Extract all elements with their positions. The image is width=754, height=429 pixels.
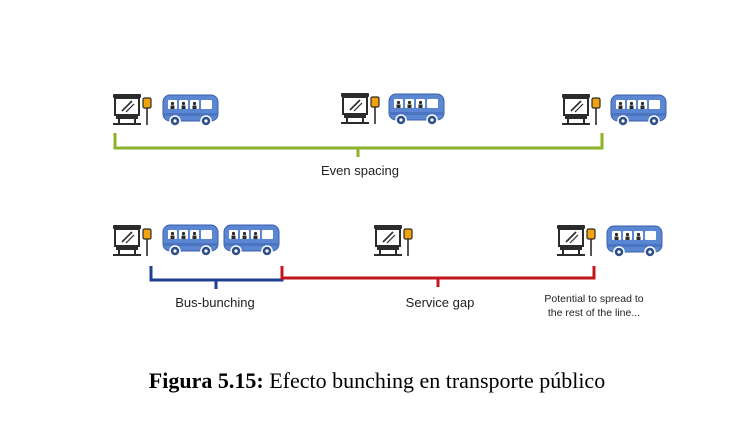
bus-bunching-label: Bus-bunching <box>175 295 255 310</box>
spread-label-line-1: Potential to spread to <box>544 293 643 305</box>
bus-stop-icon <box>112 224 152 257</box>
bus-bunching-diagram: Even spacing Bus-bunching Service gap Po… <box>112 92 667 319</box>
bus-stop-icon <box>373 224 413 257</box>
caption-text: Efecto bunching en transporte público <box>269 368 606 393</box>
bus-stop-icon <box>556 224 596 257</box>
caption-label: Figura 5.15: <box>148 368 264 393</box>
bus-bunching-bracket <box>149 266 284 289</box>
even-spacing-label: Even spacing <box>321 163 399 178</box>
bus-stop-icon <box>340 92 380 125</box>
bus-icon <box>610 94 667 127</box>
bus-icon <box>223 224 280 257</box>
spread-label-line-2: the rest of the line... <box>548 307 640 319</box>
bus-icon <box>162 224 219 257</box>
bus-icon <box>606 225 663 258</box>
bus-icon <box>162 94 219 127</box>
bus-stop-icon <box>561 93 601 126</box>
bus-stop-icon <box>112 93 152 126</box>
even-spacing-bracket <box>113 133 604 157</box>
service-gap-label: Service gap <box>406 295 475 310</box>
service-gap-bracket <box>280 266 596 287</box>
bus-icon <box>388 93 445 126</box>
figure-caption: Figura 5.15: Efecto bunching en transpor… <box>0 368 754 394</box>
